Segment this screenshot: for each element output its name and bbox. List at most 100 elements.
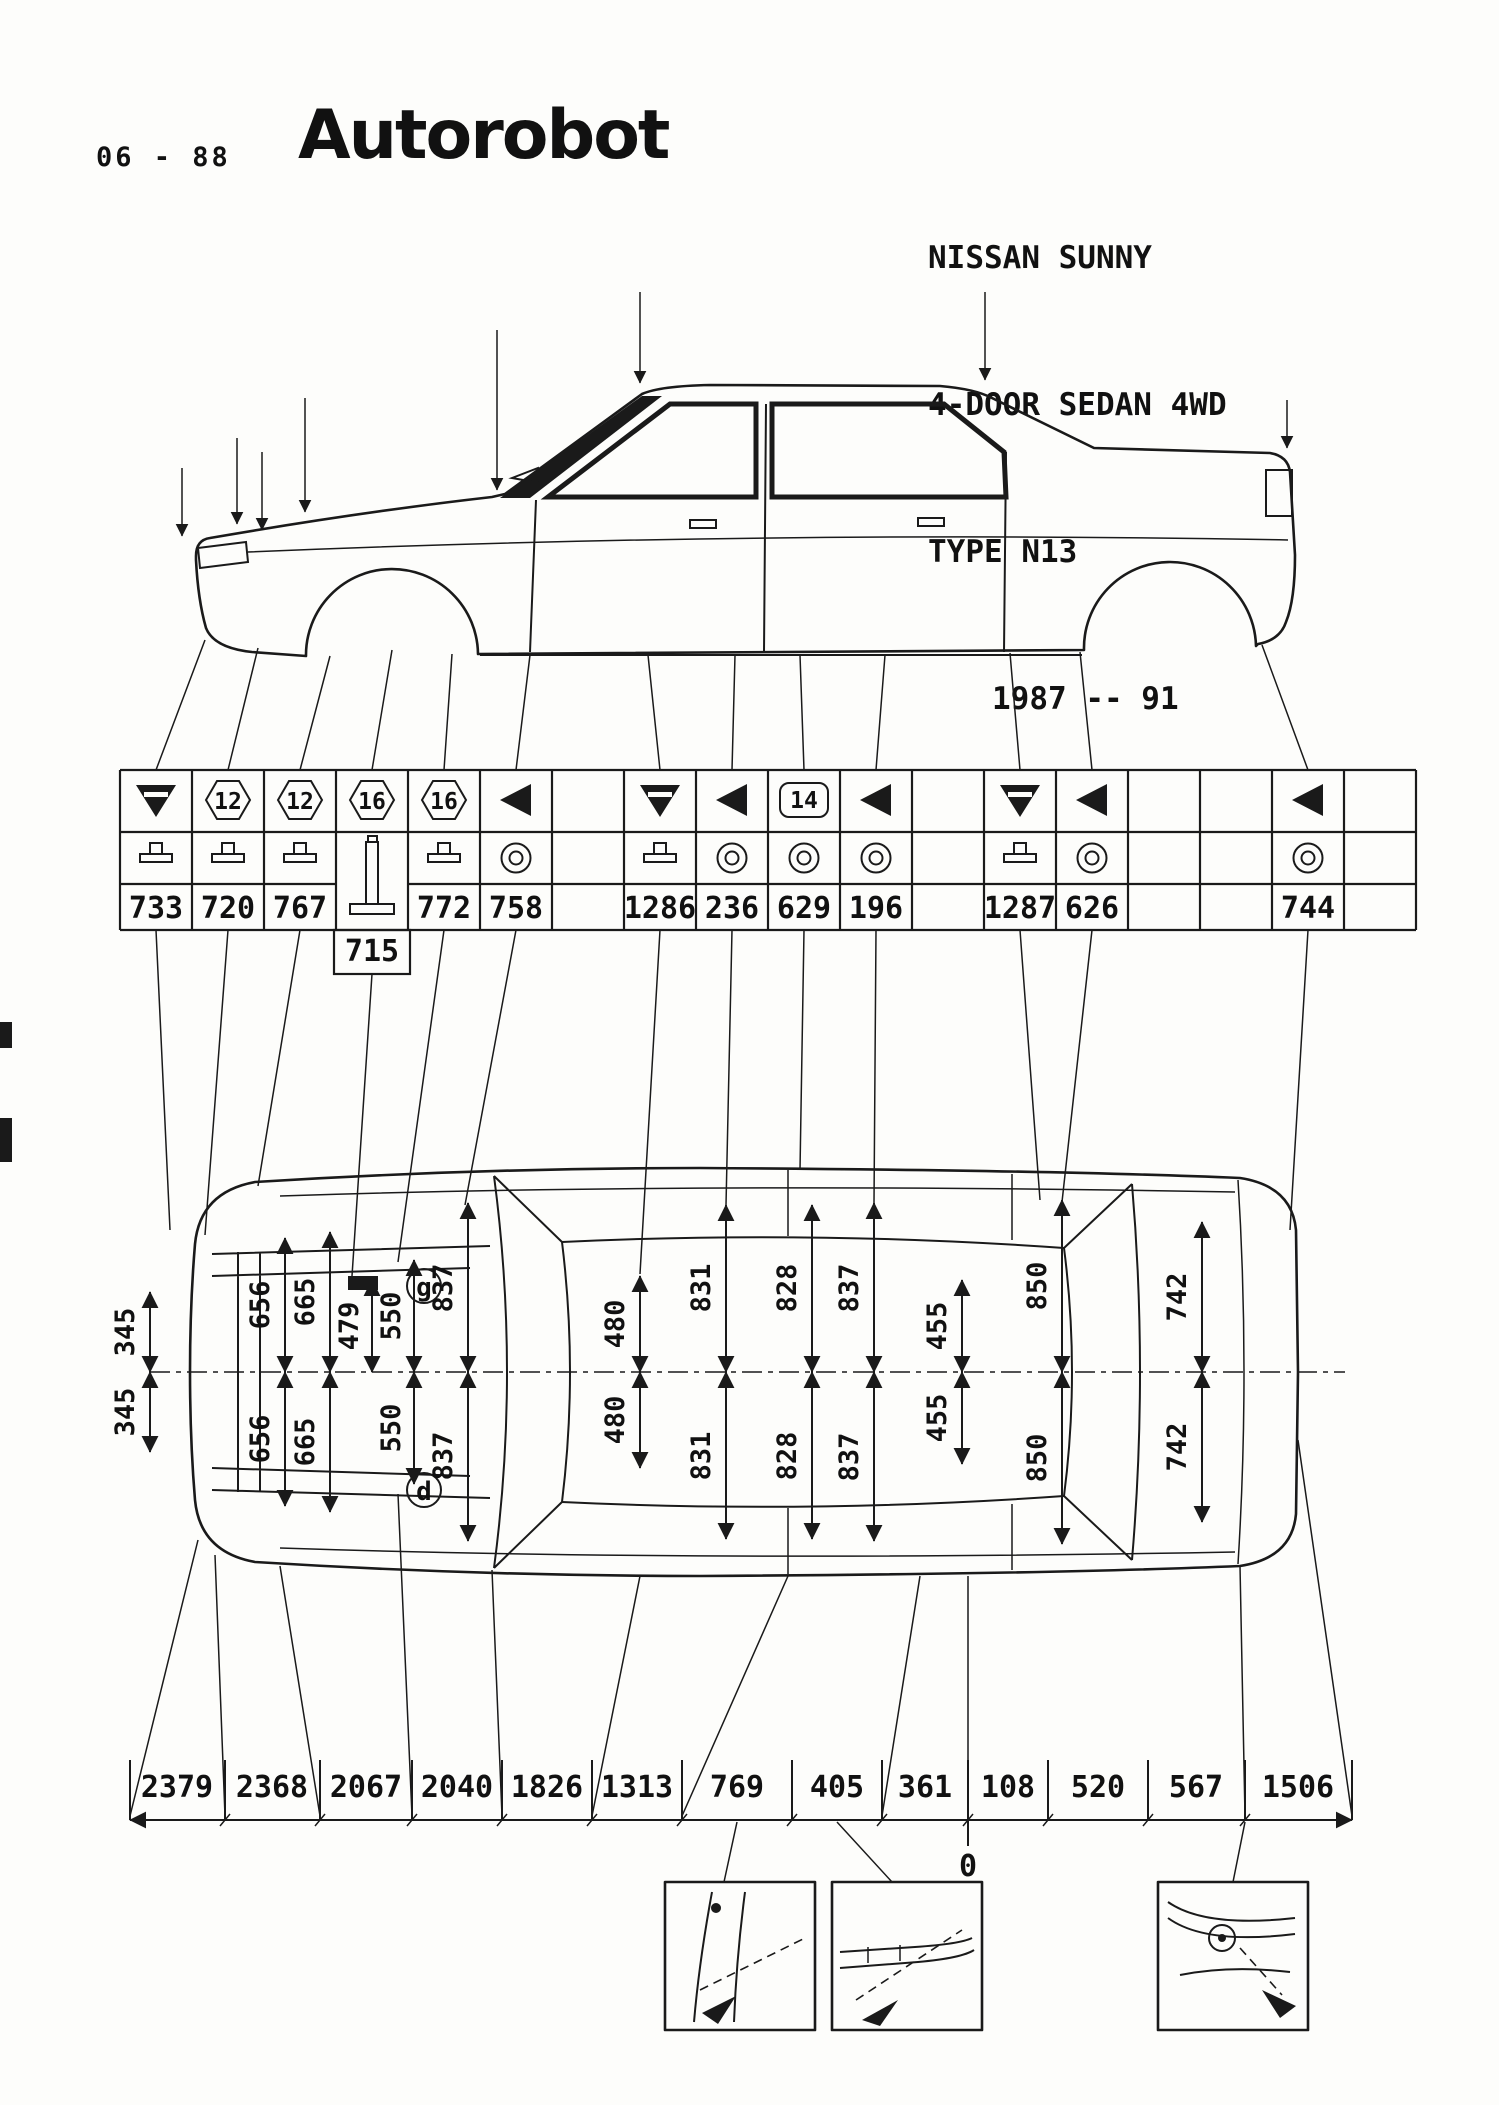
spot-weld-mark: [711, 1903, 721, 1913]
dim-label: 828: [772, 1264, 803, 1313]
measure-value: 758: [489, 891, 543, 926]
dim-label: 850: [1022, 1262, 1053, 1311]
measure-value: 629: [777, 891, 831, 926]
dim-label: 479: [334, 1302, 365, 1351]
rounded-box-icon: [779, 782, 829, 818]
clamp-icon: [211, 842, 245, 863]
triangle-down-icon: [1000, 785, 1040, 817]
strut-marker-circle: [406, 1472, 442, 1508]
measure-value: 720: [201, 891, 255, 926]
dim-label: 345: [110, 1308, 141, 1357]
scale-to-inset-leaders: [723, 1821, 1246, 1883]
measure-value: 236: [705, 891, 759, 926]
dim-label: 480: [600, 1396, 631, 1445]
table-to-plan-leaders: [155, 929, 1309, 1277]
ring-icon: [1076, 842, 1108, 874]
clamp-icon: [283, 842, 317, 863]
ring-icon: [860, 842, 892, 874]
rear-door-window: [769, 401, 1009, 500]
dim-label: 831: [686, 1264, 717, 1313]
measure-point-triangle-icon: [862, 2000, 898, 2026]
ring-icon: [500, 842, 532, 874]
dim-label: 742: [1162, 1423, 1193, 1472]
vehicle-line-1: NISSAN SUNNY: [928, 239, 1152, 276]
scale-value: 520: [1071, 1770, 1125, 1805]
scale-value: 108: [981, 1770, 1035, 1805]
hexagon-label: 16: [358, 789, 386, 815]
clamp-icon: [1003, 842, 1037, 863]
dim-label: 837: [428, 1432, 459, 1481]
clamp-icon: [139, 842, 173, 863]
dim-label: 828: [772, 1432, 803, 1481]
scale-value: 405: [810, 1770, 864, 1805]
doc-code: 06 - 88: [96, 142, 231, 173]
dim-label: 550: [376, 1404, 407, 1453]
scale-value: 361: [898, 1770, 952, 1805]
measure-value: 196: [849, 891, 903, 926]
detail-inset-1: [663, 1880, 817, 2032]
scale-value: 1826: [511, 1770, 583, 1805]
detail-inset-2: [830, 1880, 984, 2032]
strut-marker-label: d: [416, 1477, 432, 1507]
page-mark: [0, 1022, 12, 1048]
ring-icon: [1292, 842, 1324, 874]
dim-label: 656: [245, 1415, 276, 1464]
scale-value: 2040: [421, 1770, 493, 1805]
grommet-center: [1218, 1934, 1226, 1942]
triangle-left-icon: [716, 784, 747, 816]
measure-point-triangle-icon: [702, 1996, 736, 2024]
ring-icon: [716, 842, 748, 874]
vehicle-line-3: TYPE N13: [928, 533, 1078, 570]
marker-row: 12 12 16 16 14: [136, 780, 1323, 820]
measure-value: 715: [345, 934, 399, 969]
measurement-table: 12 12 16 16 14: [118, 768, 1418, 976]
scale-value: 2379: [141, 1770, 213, 1805]
front-door-window: [540, 401, 759, 500]
hexagon-label: 16: [430, 789, 458, 815]
fixture-row: [139, 835, 1324, 915]
ring-icon: [788, 842, 820, 874]
value-row: 733 720 767 772 758 1286 236 629 196 128…: [129, 891, 1335, 926]
dim-label: 850: [1022, 1434, 1053, 1483]
brand-logo: Autorobot: [298, 96, 670, 175]
measure-point-triangle-icon: [1262, 1990, 1296, 2018]
triangle-left-icon: [500, 784, 531, 816]
page-mark: [0, 1118, 12, 1162]
plan-dimensions-upper: 345 656 665 479 550 837 480 831 828 837: [110, 1199, 1211, 1373]
scale-value: 769: [710, 1770, 764, 1805]
triangle-left-icon: [1292, 784, 1323, 816]
side-view-leaders: [155, 639, 1309, 771]
scale-origin: 0: [959, 1849, 977, 1884]
dim-label: 480: [600, 1300, 631, 1349]
plan-dimensions-lower: 345 656 665 550 837 480 831 828 837 455: [110, 1371, 1211, 1545]
dim-label: 837: [834, 1264, 865, 1313]
windshield: [500, 396, 662, 498]
measure-value: 1286: [624, 891, 696, 926]
plan-view-drawing: g d 345 656 665 479 550 837 480: [110, 1166, 1345, 1578]
bracket-mark: [348, 1276, 378, 1290]
scale-value: 567: [1169, 1770, 1223, 1805]
dim-label: 665: [290, 1418, 321, 1467]
scale-value: 2067: [330, 1770, 402, 1805]
dim-label: 665: [290, 1278, 321, 1327]
headlight: [196, 540, 250, 570]
scale-value: 2368: [236, 1770, 308, 1805]
detail-inset-3: [1156, 1880, 1310, 2032]
clamp-icon: [643, 842, 677, 863]
measure-value: 767: [273, 891, 327, 926]
door-handle: [917, 517, 945, 527]
dim-label: 831: [686, 1432, 717, 1481]
triangle-down-icon: [136, 785, 176, 817]
dim-label: 455: [922, 1394, 953, 1443]
dim-label: 550: [376, 1292, 407, 1341]
scale-value: 1313: [601, 1770, 673, 1805]
vehicle-line-4: 1987 -- 91: [992, 680, 1179, 717]
post-icon: [349, 835, 395, 915]
sub-value-box: 715: [332, 928, 412, 976]
tail-lamp: [1265, 469, 1293, 517]
measure-value: 772: [417, 891, 471, 926]
door-handle: [689, 519, 717, 529]
measure-value: 733: [129, 891, 183, 926]
